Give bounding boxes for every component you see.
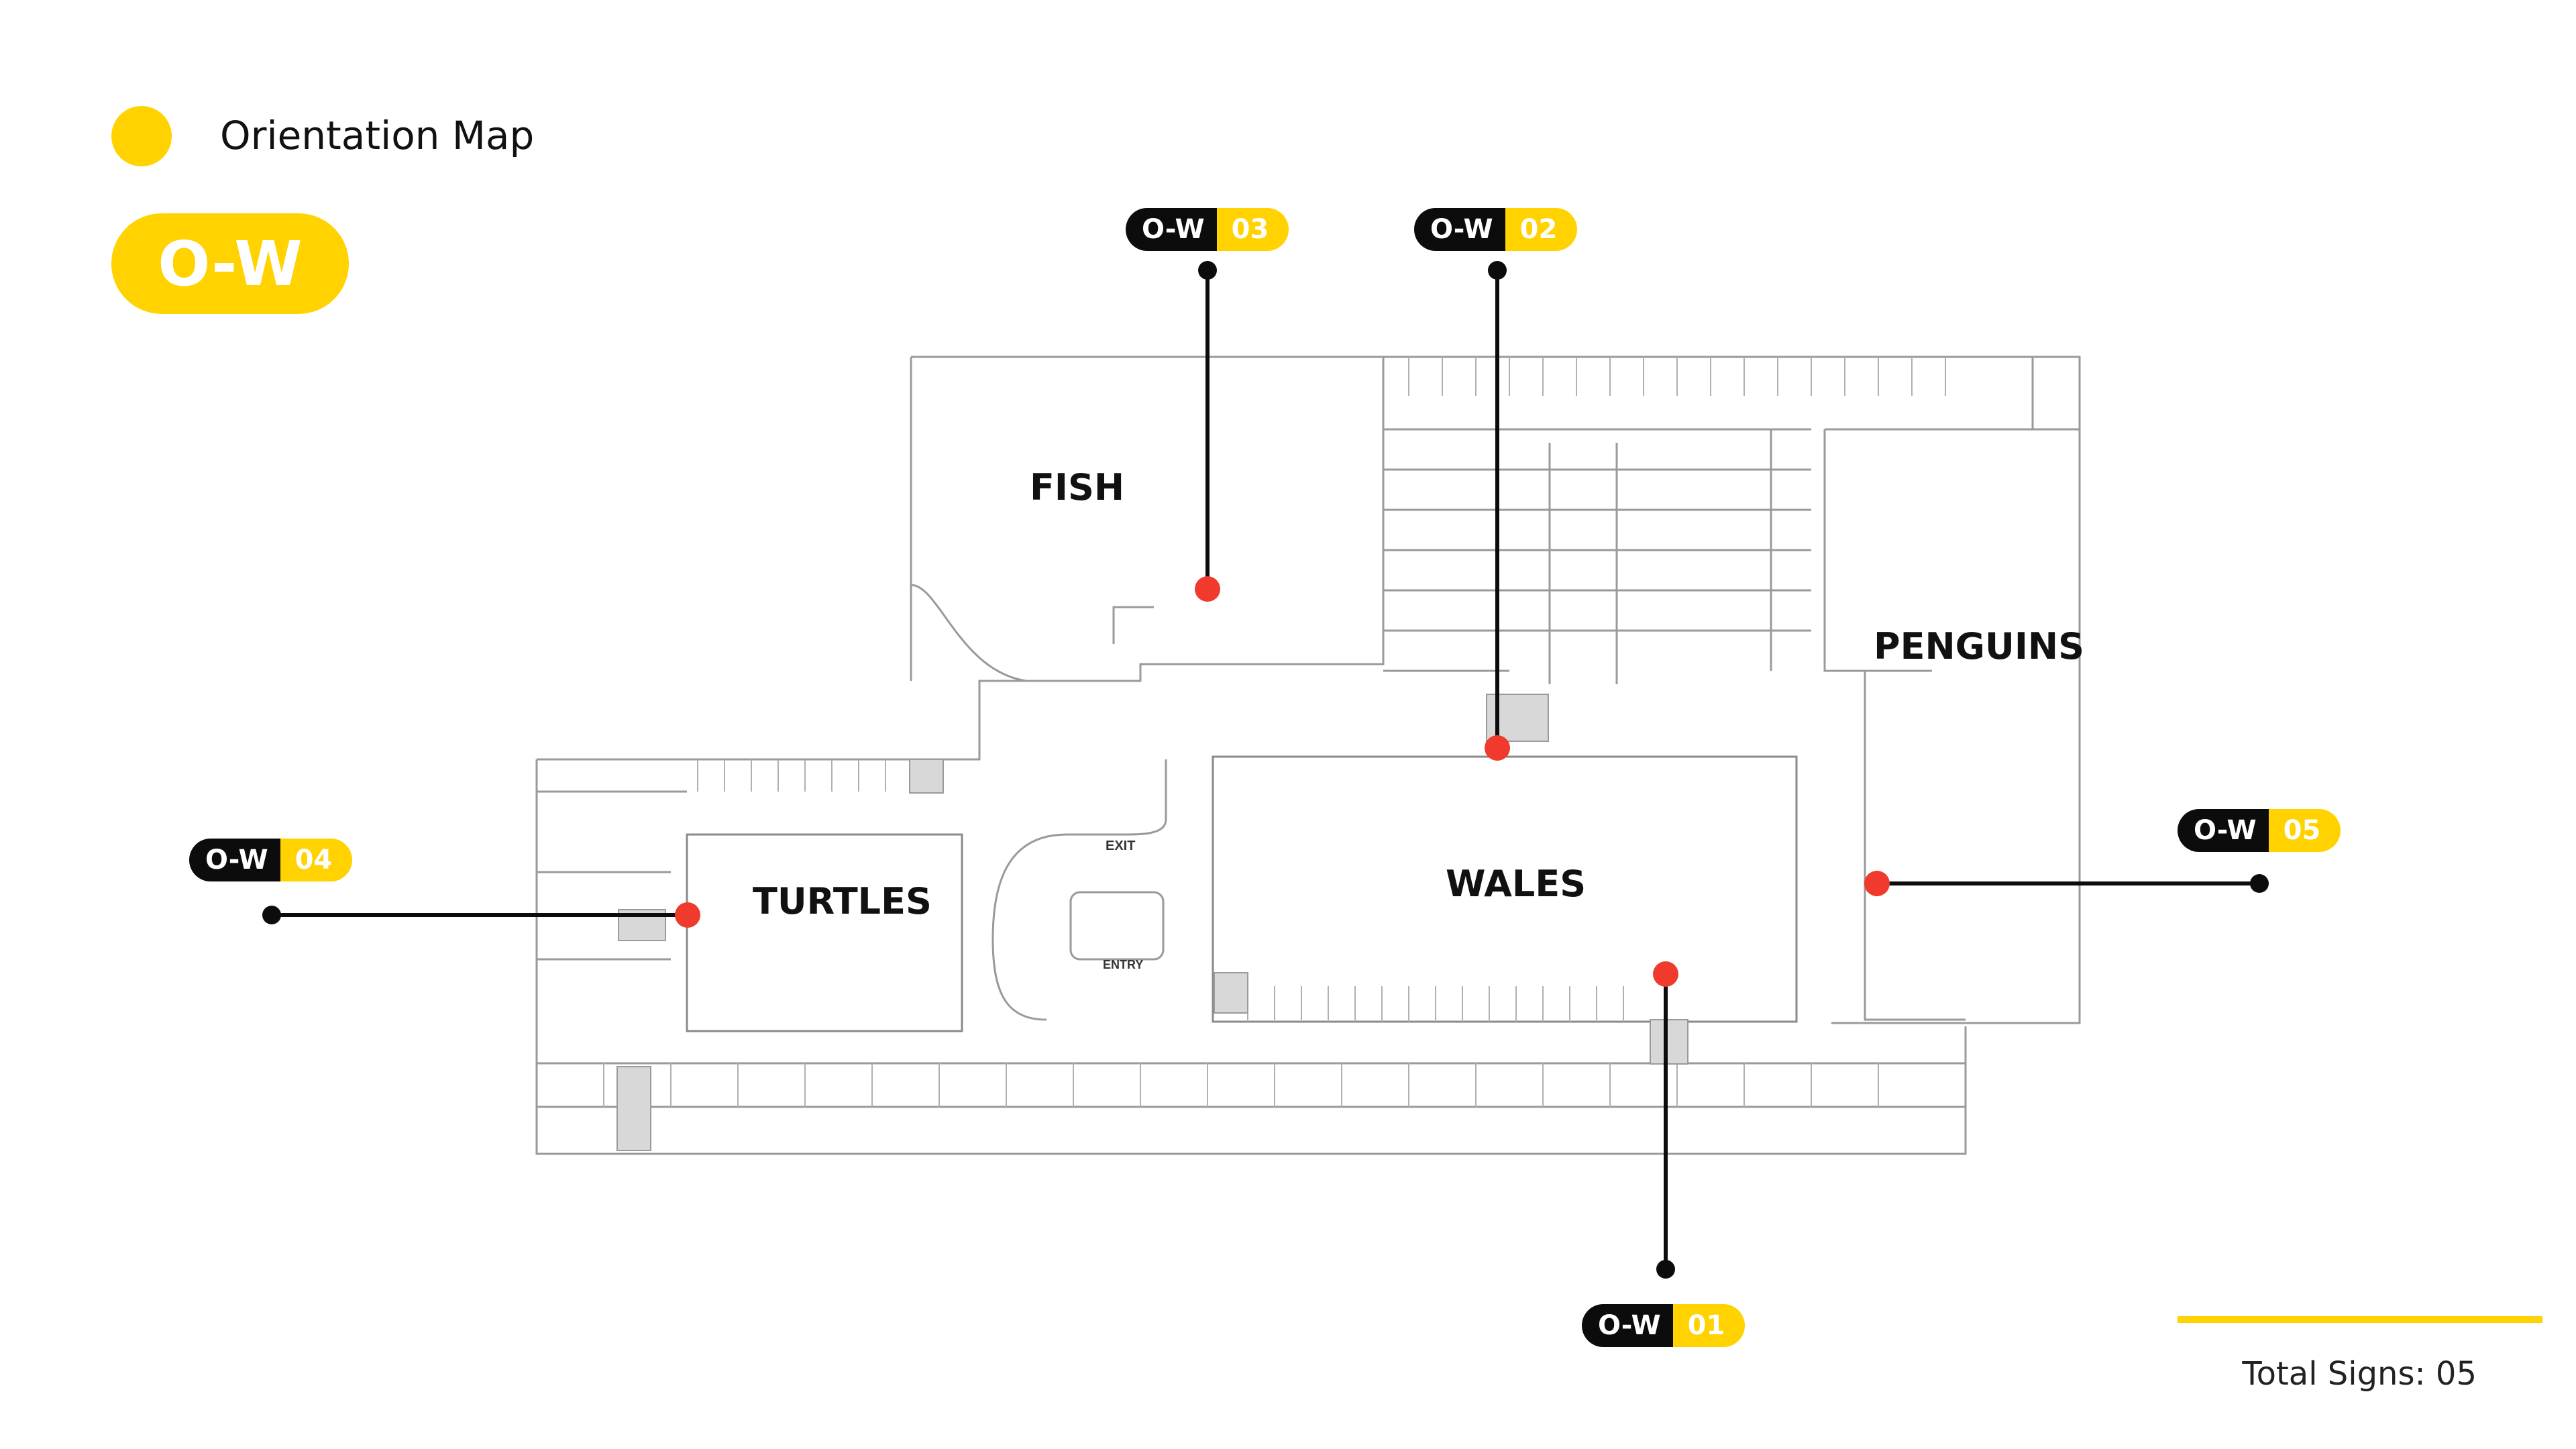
sign-prefix: O-W (189, 839, 280, 881)
sign-tag-04[interactable]: O-W 04 (189, 839, 353, 881)
sign-number: 02 (1505, 208, 1578, 251)
area-fish: FISH (1030, 466, 1125, 508)
area-turtles: TURTLES (753, 880, 932, 922)
sign-tag-03[interactable]: O-W 03 (1126, 208, 1289, 251)
sign-04-marker (675, 902, 700, 928)
total-signs: Total Signs: 05 (2242, 1355, 2477, 1393)
sign-prefix: O-W (2178, 809, 2269, 852)
sign-prefix: O-W (1414, 208, 1505, 251)
sign-leaders (272, 270, 2259, 1269)
map-code-badge: O-W (111, 213, 349, 314)
sign-02-anchor (1488, 261, 1507, 280)
sign-03-marker (1195, 576, 1220, 602)
exit-label: EXIT (1106, 839, 1136, 853)
sign-tag-05[interactable]: O-W 05 (2178, 809, 2341, 852)
sign-01-marker (1653, 961, 1678, 987)
sign-tag-01[interactable]: O-W 01 (1582, 1304, 1746, 1347)
sign-03-anchor (1198, 261, 1217, 280)
sign-number: 05 (2268, 809, 2341, 852)
page-title: Orientation Map (220, 113, 535, 158)
sign-04-anchor (262, 906, 281, 924)
area-penguins: PENGUINS (1874, 625, 2085, 667)
sign-prefix: O-W (1582, 1304, 1673, 1347)
sign-number: 04 (280, 839, 353, 881)
title-bullet-icon (111, 106, 172, 166)
sign-number: 01 (1672, 1304, 1746, 1347)
sign-01-anchor (1656, 1260, 1675, 1279)
sign-tag-02[interactable]: O-W 02 (1414, 208, 1578, 251)
sign-05-anchor (2250, 874, 2269, 893)
area-wales: WALES (1446, 863, 1587, 905)
sign-02-marker (1485, 735, 1510, 761)
sign-prefix: O-W (1126, 208, 1217, 251)
entry-label: ENTRY (1103, 958, 1144, 971)
footer-divider (2178, 1316, 2542, 1323)
sign-number: 03 (1216, 208, 1289, 251)
sign-05-marker (1864, 871, 1890, 896)
